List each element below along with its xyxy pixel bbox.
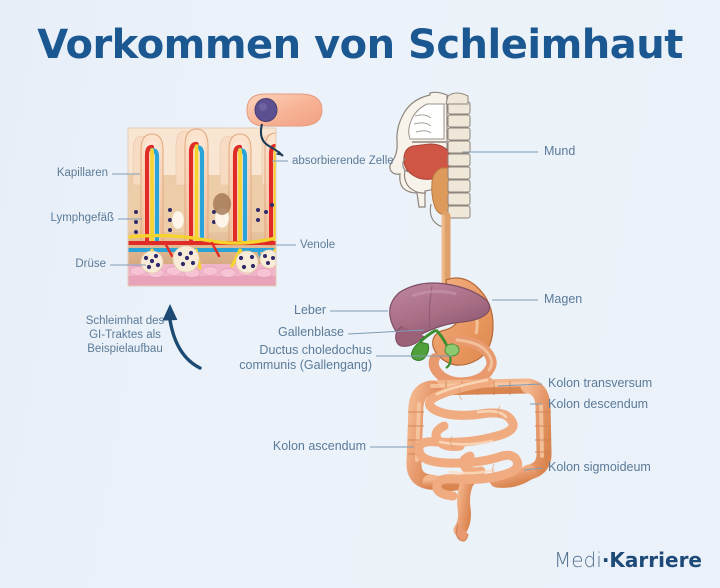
mucosa-caption-line2: GI-Traktes als bbox=[89, 329, 161, 341]
label-magen: Magen bbox=[544, 292, 583, 306]
head-section bbox=[389, 91, 471, 228]
small-intestine-highlight bbox=[435, 378, 508, 475]
mucosa-caption-line3: Beispielaufbau bbox=[87, 343, 163, 355]
label-druese: Drüse bbox=[75, 258, 106, 270]
label-ductus-choledochus: Ductus choledochus communis (Gallengang) bbox=[200, 343, 372, 373]
mucosa-block bbox=[127, 127, 277, 287]
glands bbox=[140, 245, 276, 274]
logo-separator: · bbox=[601, 548, 610, 572]
label-ductus-line1: Ductus choledochus bbox=[259, 343, 372, 357]
label-mund: Mund bbox=[544, 144, 576, 158]
leader-kolon-sigmoideum bbox=[523, 467, 543, 471]
logo-medi: Medi bbox=[554, 548, 602, 572]
leader-lines bbox=[110, 151, 543, 471]
villi-group bbox=[140, 128, 276, 246]
label-kolon-ascendum: Kolon ascendum bbox=[272, 439, 366, 453]
label-kapillaren: Kapillaren bbox=[56, 167, 108, 179]
label-leber: Leber bbox=[294, 303, 326, 317]
label-kolon-descendum: Kolon descendum bbox=[548, 397, 649, 411]
label-kolon-transversum: Kolon transversum bbox=[548, 376, 653, 390]
label-lymphgefaess: Lymphgefäß bbox=[50, 212, 115, 224]
brand-logo[interactable]: Medi·Karriere bbox=[554, 548, 702, 572]
label-gallenblase: Gallenblase bbox=[277, 325, 344, 339]
label-kolon-sigmoideum: Kolon sigmoideum bbox=[548, 460, 651, 474]
mucosa-caption: Schleimhat des GI-Traktes als Beispielau… bbox=[64, 314, 186, 356]
page-title: Vorkommen von Schleimhaut bbox=[37, 22, 683, 68]
logo-karriere: Karriere bbox=[609, 548, 702, 572]
leader-gallenblase bbox=[347, 329, 425, 335]
label-venole: Venole bbox=[300, 239, 336, 251]
label-absorbierende-zelle: absorbierende Zelle bbox=[292, 155, 394, 167]
gi-tract-illustration bbox=[389, 91, 552, 542]
mucosa-caption-line1: Schleimhat des bbox=[85, 315, 165, 327]
absorbing-cell-inset bbox=[246, 93, 323, 157]
leader-kolon-transversum bbox=[497, 383, 543, 387]
label-ductus-line2: communis (Gallengang) bbox=[239, 358, 372, 372]
rectum bbox=[453, 473, 475, 537]
caption-arrow bbox=[162, 304, 202, 370]
